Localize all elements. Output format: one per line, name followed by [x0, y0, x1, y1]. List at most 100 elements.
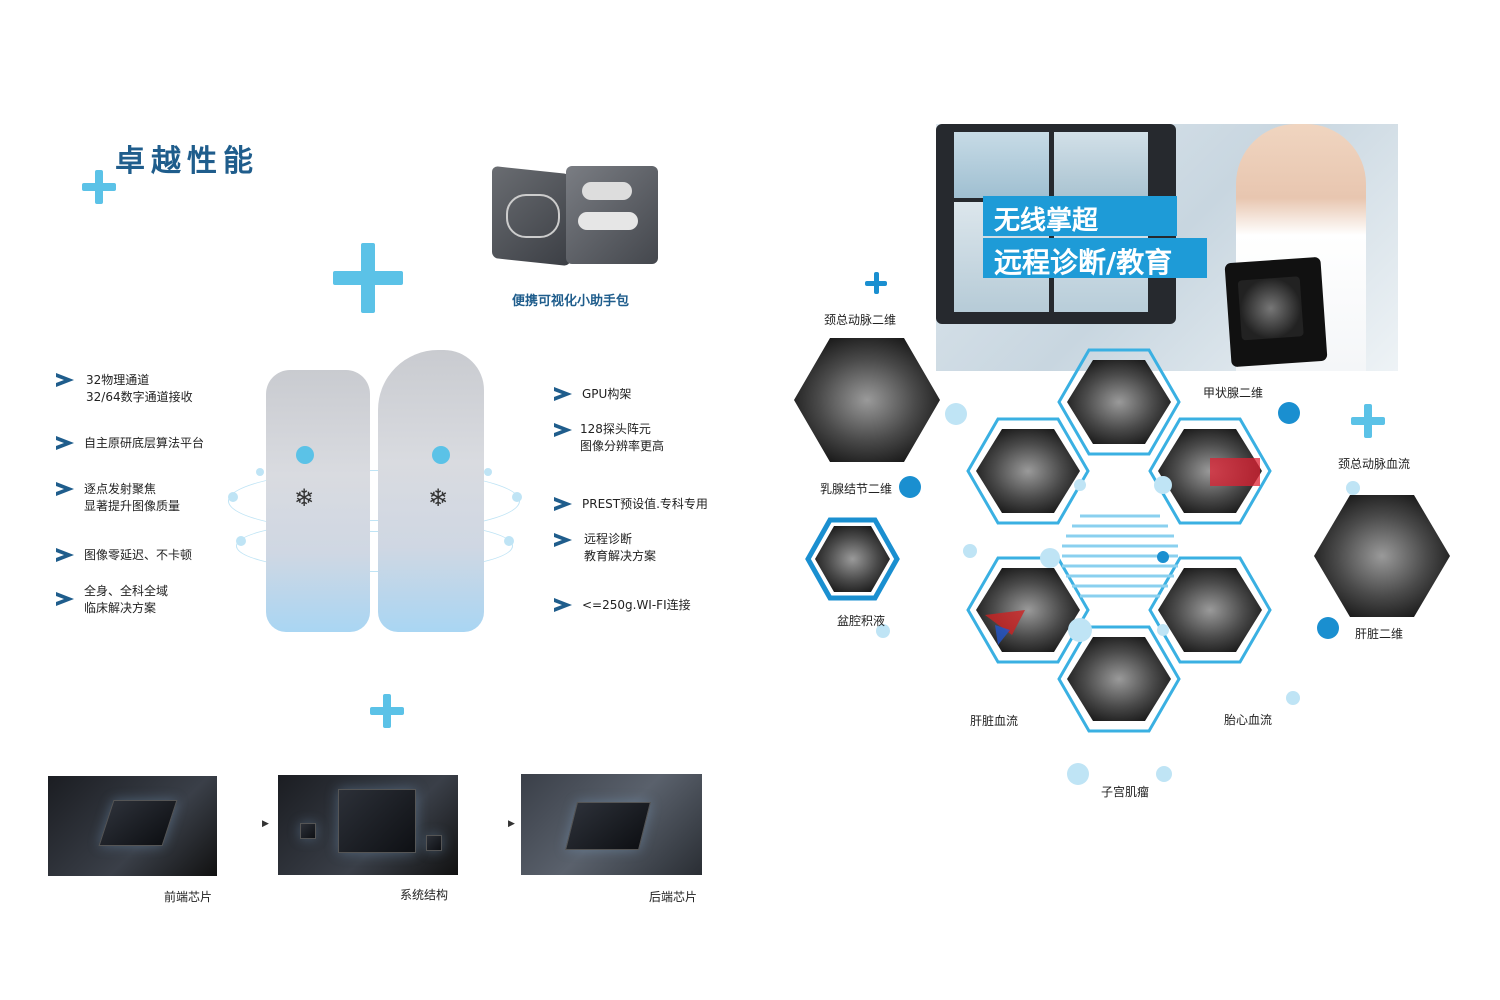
ultrasound-honeycomb: [794, 338, 1450, 785]
ultrasound-image: [976, 429, 1080, 513]
hex-dot-dark: [1317, 617, 1339, 639]
probe-right: [378, 350, 484, 632]
hex-dot: [1074, 479, 1086, 491]
hex-dot: [1154, 476, 1172, 494]
doppler-overlay: [985, 610, 1025, 635]
ultrasound-image: [794, 338, 940, 462]
label-liver-2d: 肝脏二维: [1355, 627, 1404, 641]
hex-dot: [1068, 618, 1092, 642]
arrow-icon: [56, 548, 74, 562]
hex-dot: [1067, 763, 1089, 785]
triangle-icon: ▶: [508, 819, 515, 829]
ultrasound-image: [1158, 568, 1262, 652]
arrow-icon: [554, 533, 572, 547]
chip-image-frontend: [48, 776, 217, 876]
feature-item: 逐点发射聚焦显著提升图像质量: [84, 481, 180, 515]
arrow-icon: [554, 423, 572, 437]
ultrasound-image: [1067, 360, 1171, 444]
chip-image-backend: [521, 774, 702, 875]
chip-image-system: [278, 775, 458, 875]
label-fetal-heart: 胎心血流: [1224, 713, 1273, 727]
feature-line: 图像分辨率更高: [580, 439, 665, 453]
hex-frame: [1057, 625, 1181, 733]
plus-icon-right: [1351, 404, 1387, 440]
banner-title-1: 无线掌超: [994, 206, 1099, 236]
label-liver-flow: 肝脏血流: [970, 714, 1019, 728]
chip-caption: 前端芯片: [164, 890, 213, 904]
banner-title-box: [983, 196, 1177, 236]
chip-caption: 系统结构: [400, 888, 449, 902]
arrow-icon: [554, 387, 572, 401]
feature-line: PREST预设值.专科专用: [582, 497, 708, 511]
bag-caption: 便携可视化小助手包: [512, 294, 630, 309]
feature-line: 临床解决方案: [84, 601, 157, 615]
hex-frame: [1148, 417, 1272, 525]
orbit-dot: [504, 536, 514, 546]
feature-line: GPU构架: [582, 387, 632, 401]
feature-item: 全身、全科全域临床解决方案: [84, 583, 168, 617]
hex-dot-dark: [1157, 551, 1169, 563]
feature-line: 教育解决方案: [584, 549, 657, 563]
button-dot: [296, 446, 314, 464]
label-breast-nodule: 乳腺结节二维: [820, 482, 893, 496]
snowflake-icon: ❄: [428, 484, 449, 512]
label-pelvic-fluid: 盆腔积液: [837, 614, 886, 628]
center-stripes: [1062, 514, 1178, 598]
hex-frame: [966, 417, 1090, 525]
hex-dot-dark: [899, 476, 921, 498]
hex-dot: [1286, 691, 1300, 705]
hex-dot: [963, 544, 977, 558]
feature-line: 显著提升图像质量: [84, 499, 181, 513]
feature-item: GPU构架: [582, 386, 631, 403]
hex-dot: [1156, 766, 1172, 782]
hex-dot: [945, 403, 967, 425]
arrow-icon: [554, 598, 572, 612]
doppler-overlay: [995, 625, 1010, 645]
probe-left: [266, 370, 370, 632]
arrow-icon: [56, 436, 74, 450]
feature-item: 自主原研底层算法平台: [84, 435, 204, 452]
feature-item: 远程诊断教育解决方案: [584, 531, 656, 565]
feature-item: 图像零延迟、不卡顿: [84, 547, 192, 564]
hex-dot: [876, 624, 890, 638]
button-dot: [432, 446, 450, 464]
feature-line: 逐点发射聚焦: [84, 482, 157, 496]
orbit-dot: [512, 492, 522, 502]
label-uterine-fibroid: 子宫肌瘤: [1101, 785, 1150, 799]
feature-line: 自主原研底层算法平台: [84, 436, 205, 450]
banner-title-box-2: [983, 238, 1207, 278]
snowflake-icon: ❄: [294, 484, 315, 512]
feature-line: 32/64数字通道接收: [86, 390, 193, 404]
feature-line: 远程诊断: [584, 532, 633, 546]
orbit-dot: [484, 468, 492, 476]
doppler-overlay: [1210, 458, 1260, 486]
hex-frame: [805, 517, 900, 601]
label-thyroid-2d: 甲状腺二维: [1203, 386, 1264, 400]
arrow-icon: [56, 482, 74, 496]
feature-item: 128探头阵元图像分辨率更高: [580, 421, 664, 455]
label-carotid-flow: 颈总动脉血流: [1338, 457, 1411, 471]
hex-dot: [1040, 548, 1060, 568]
hex-dot-dark: [1278, 402, 1300, 424]
ultrasound-image: [815, 526, 890, 592]
arrow-icon: [56, 373, 74, 387]
triangle-icon: ▶: [262, 819, 269, 829]
ultrasound-image: [1067, 637, 1171, 721]
feature-item: PREST预设值.专科专用: [582, 496, 708, 513]
carry-bag-image: [492, 160, 660, 268]
ultrasound-image: [976, 568, 1080, 652]
feature-line: 全身、全科全域: [84, 584, 169, 598]
hex-frame: [1057, 348, 1181, 456]
arrow-icon: [56, 592, 74, 606]
orbit-dot: [228, 492, 238, 502]
arrow-icon: [554, 497, 572, 511]
hex-dot: [1157, 624, 1169, 636]
hex-frame: [1148, 556, 1272, 664]
feature-line: 图像零延迟、不卡顿: [84, 548, 193, 562]
feature-line: <=250g.WI-FI连接: [582, 598, 691, 612]
orbit-dot: [236, 536, 246, 546]
banner-title-2: 远程诊断/教育: [994, 246, 1173, 279]
section-title: 卓越性能: [115, 144, 259, 179]
chip-caption: 后端芯片: [649, 890, 698, 904]
